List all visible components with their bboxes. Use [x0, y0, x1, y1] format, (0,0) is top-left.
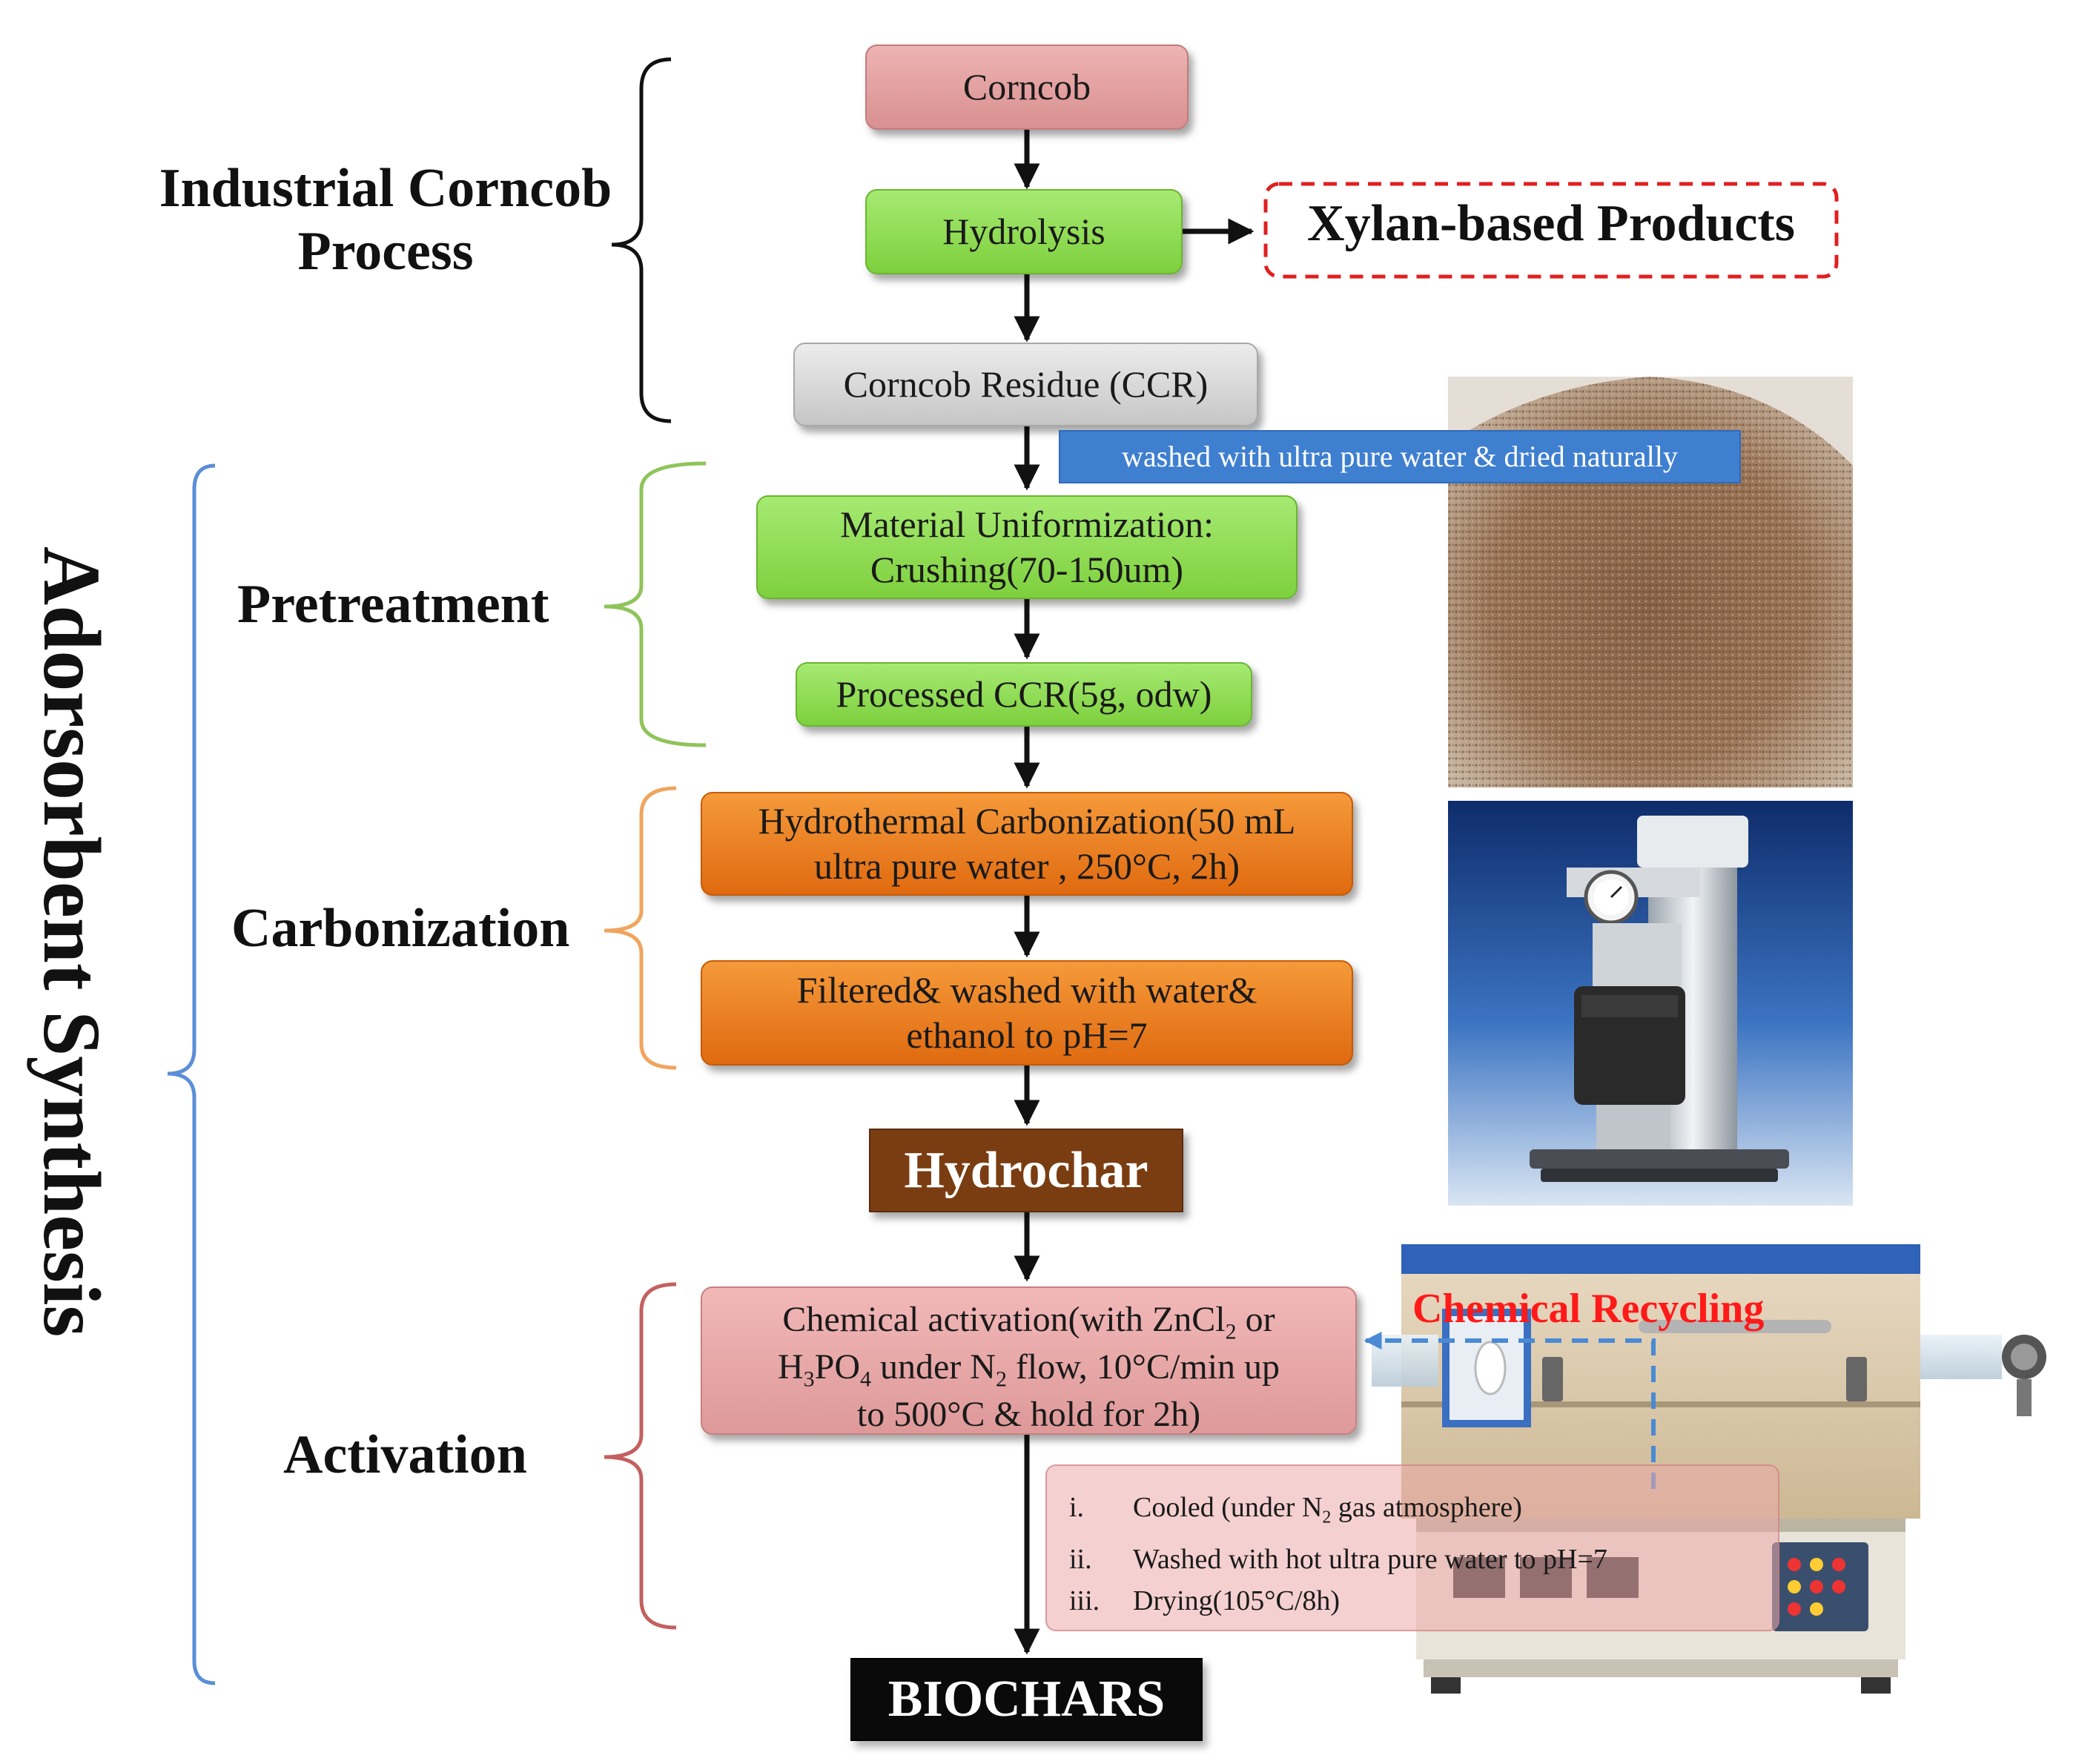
hydrochar-node: Hydrochar — [869, 1129, 1183, 1212]
wash-note: washed with ultra pure water & dried nat… — [1059, 430, 1741, 483]
corncob-node: Corncob — [865, 44, 1189, 130]
corncob-residue-node: Corncob Residue (CCR) — [793, 343, 1258, 426]
post-treatment-steps: i.Cooled (under N2 gas atmosphere) ii.Wa… — [1045, 1464, 1779, 1631]
uniformization-node: Material Uniformization: Crushing(70-150… — [756, 495, 1298, 599]
hydrothermal-reactor-photo — [1448, 801, 1853, 1206]
step-1: i.Cooled (under N2 gas atmosphere) — [1069, 1492, 1522, 1527]
carbonization-bracket — [604, 786, 677, 1070]
pretreatment-bracket — [604, 461, 707, 747]
step-3: iii.Drying(105°C/8h) — [1069, 1585, 1341, 1616]
activation-bracket — [604, 1282, 677, 1630]
biochars-node: BIOCHARS — [850, 1658, 1203, 1741]
processed-ccr-node: Processed CCR(5g, odw) — [796, 662, 1252, 727]
chemical-recycling-label: Chemical Recycling — [1412, 1286, 1765, 1332]
synthesis-vertical-label: Adorsorbent Synthesis — [27, 546, 117, 1338]
step-2: ii.Washed with hot ultra pure water to p… — [1069, 1543, 1607, 1575]
industrial-bracket — [611, 57, 672, 423]
activation-label: Activation — [283, 1424, 527, 1485]
recycling-loop — [1363, 1332, 1656, 1489]
xylan-products-node: Xylan-based Products — [1307, 195, 1795, 252]
hydrolysis-node: Hydrolysis — [865, 189, 1183, 274]
xylan-box-outline — [1263, 182, 1839, 279]
chemical-activation-node: Chemical activation(with ZnCl2 or H3PO4 … — [701, 1286, 1357, 1435]
industrial-process-label: Industrial Corncob Process — [159, 158, 612, 283]
pretreatment-label: Pretreatment — [237, 574, 549, 635]
hydrothermal-carbonization-node: Hydrothermal Carbonization(50 mL ultra p… — [701, 792, 1353, 896]
carbonization-label: Carbonization — [231, 898, 570, 959]
filtered-washed-node: Filtered& washed with water& ethanol to … — [701, 960, 1353, 1066]
synthesis-bracket — [167, 463, 216, 1685]
